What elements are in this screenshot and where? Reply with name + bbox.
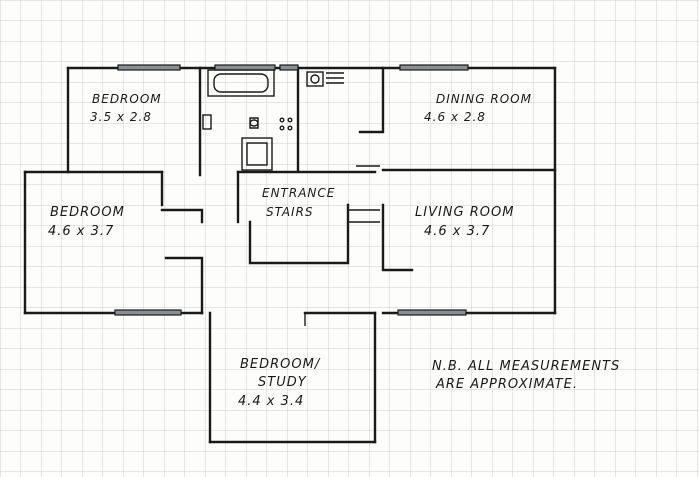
windows	[114, 64, 469, 316]
study-line2: STUDY	[258, 375, 307, 390]
entrance-line1: ENTRANCE	[262, 186, 335, 200]
dining-size: 4.6 x 2.8	[424, 110, 486, 124]
room-label-bedroom-left: BEDROOM 4.6 x 3.7	[48, 205, 125, 239]
living-size: 4.6 x 3.7	[424, 224, 490, 239]
bedroom-top-size: 3.5 x 2.8	[90, 110, 152, 124]
living-name: LIVING ROOM	[415, 205, 514, 220]
measurement-note: N.B. ALL MEASUREMENTS ARE APPROXIMATE.	[432, 359, 620, 392]
kitchen-fixtures	[306, 71, 344, 87]
note-line1: N.B. ALL MEASUREMENTS	[432, 359, 620, 374]
room-label-bedroom-top: BEDROOM 3.5 x 2.8	[90, 92, 162, 124]
bedroom-left-size: 4.6 x 3.7	[48, 224, 114, 239]
room-label-living: LIVING ROOM 4.6 x 3.7	[415, 205, 514, 239]
study-size: 4.4 x 3.4	[238, 394, 304, 409]
bathroom-fixtures	[202, 69, 293, 171]
bedroom-top-name: BEDROOM	[92, 92, 162, 106]
note-line2: ARE APPROXIMATE.	[435, 377, 578, 392]
entrance-line2: STAIRS	[266, 205, 314, 219]
bedroom-left-name: BEDROOM	[50, 205, 125, 220]
room-label-study: BEDROOM/ STUDY 4.4 x 3.4	[238, 357, 321, 409]
room-label-dining: DINING ROOM 4.6 x 2.8	[424, 92, 532, 124]
study-line1: BEDROOM/	[240, 357, 321, 372]
room-label-entrance: ENTRANCE STAIRS	[262, 186, 335, 219]
dining-name: DINING ROOM	[436, 92, 532, 106]
interior-walls	[160, 66, 557, 326]
